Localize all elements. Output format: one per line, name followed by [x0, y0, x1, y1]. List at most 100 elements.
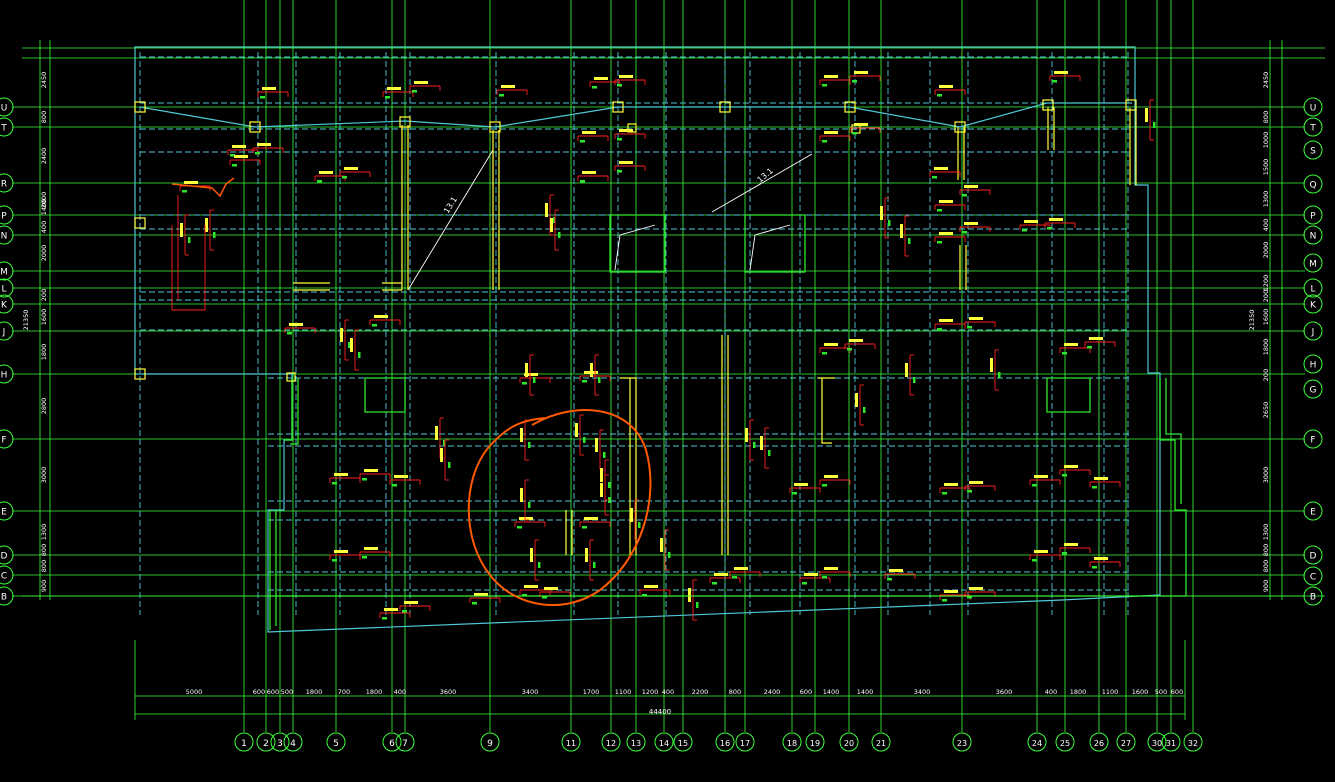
rebar-spacing-tag	[768, 450, 771, 456]
bottom-dimension-text: 1700	[583, 688, 600, 696]
rebar-tag	[969, 317, 983, 320]
rebar-spacing-tag	[1062, 474, 1067, 477]
rebar-spacing-tag	[1087, 346, 1092, 349]
rebar-tag	[939, 319, 953, 322]
rebar-spacing-tag	[402, 610, 407, 613]
column-axis-bubble	[1089, 732, 1109, 752]
row-axis-label-right: J	[1311, 328, 1315, 338]
column-axis-label: 27	[1121, 739, 1131, 748]
row-axis-label-right: K	[1310, 301, 1317, 311]
rebar-spacing-tag	[852, 80, 857, 83]
shear-wall	[293, 282, 330, 291]
rebar-spacing-tag	[382, 617, 387, 620]
column-axis-bubble	[871, 732, 891, 752]
row-axis-label-left: N	[1, 232, 8, 242]
row-axis-bubble-left	[0, 321, 14, 341]
rebar-spacing-tag	[937, 209, 942, 212]
rebar-spacing-tag	[592, 86, 597, 89]
wall-segment	[1165, 378, 1182, 504]
rebar-tag	[619, 161, 633, 164]
rebar-spacing-tag	[182, 190, 187, 193]
row-axis-bubble-right	[1303, 278, 1323, 298]
shear-wall	[382, 282, 402, 291]
rebar-tag	[590, 363, 593, 377]
rebar-spacing-tag	[542, 596, 547, 599]
rebar-tag	[394, 475, 408, 478]
rebar-tag	[1094, 477, 1108, 480]
column	[249, 121, 261, 133]
rebar-tag	[619, 75, 633, 78]
bottom-dimension-text: 1400	[823, 688, 840, 696]
column	[954, 121, 966, 133]
shear-wall	[1129, 108, 1137, 185]
row-axis-bubble-left	[0, 97, 14, 117]
rebar-spacing-tag	[499, 94, 504, 97]
rebar-tag	[550, 218, 553, 232]
row-axis-label-left: P	[1, 212, 7, 222]
left-dimension-text: 2000	[40, 192, 48, 209]
column-axis-label: 30	[1152, 739, 1162, 748]
row-axis-bubble-right	[1303, 429, 1323, 449]
right-dimension-text: 2650	[1262, 402, 1270, 419]
rebar-tag	[520, 428, 523, 442]
column-axis-bubble	[1116, 732, 1136, 752]
row-axis-label-right: L	[1310, 285, 1315, 295]
rebar-spacing-tag	[942, 599, 947, 602]
rebar-tag	[760, 436, 763, 450]
rebar-tag	[964, 222, 978, 225]
rebar-spacing-tag	[412, 90, 417, 93]
bottom-dimension-text: 1100	[1102, 688, 1119, 696]
rebar-spacing-tag	[593, 562, 596, 568]
row-axis-label-left: C	[1, 572, 7, 582]
column-axis-bubble	[283, 732, 303, 752]
rebar-spacing-tag	[1092, 566, 1097, 569]
rebar-tag	[340, 328, 343, 342]
row-axis-bubble-right	[1303, 294, 1323, 314]
wall-segment	[744, 214, 806, 273]
left-dimension-text: 800	[40, 560, 48, 572]
row-axis-bubble-right	[1303, 586, 1323, 606]
row-axis-bubble-right	[1303, 321, 1323, 341]
column-axis-label: 26	[1094, 739, 1104, 748]
slab-diagonal	[614, 224, 656, 271]
column-axis-bubble	[601, 732, 621, 752]
rebar-tag	[944, 483, 958, 486]
rebar-tag	[374, 315, 388, 318]
rebar-tag	[519, 517, 533, 520]
rebar-tag	[1054, 71, 1068, 74]
rebar-spacing-tag	[342, 176, 347, 179]
column-axis-bubble	[1147, 732, 1167, 752]
wall-segment	[1046, 377, 1091, 413]
rebar-spacing-tag	[967, 326, 972, 329]
rebar-spacing-tag	[260, 96, 265, 99]
shear-wall	[401, 125, 409, 290]
bottom-dimension-text: 400	[1045, 688, 1057, 696]
rebar-tag	[905, 363, 908, 377]
rebar-tag	[530, 548, 533, 562]
rebar-spacing-tag	[358, 352, 361, 358]
row-axis-bubble-left	[0, 173, 14, 193]
rebar-tag	[880, 206, 883, 220]
rebar-tag	[1064, 543, 1078, 546]
rebar-spacing-tag	[937, 94, 942, 97]
row-axis-label-left: F	[1, 436, 6, 446]
row-axis-bubble-right	[1303, 140, 1323, 160]
bottom-dimension-text: 1800	[306, 688, 323, 696]
bottom-dimension-text: 500	[281, 688, 293, 696]
column-axis-bubble	[234, 732, 254, 752]
rebar-spacing-tag	[517, 526, 522, 529]
column	[134, 368, 146, 380]
slab-diagonal	[407, 149, 494, 291]
bottom-dimension-text: 2200	[692, 688, 709, 696]
column-axis-bubble	[480, 732, 500, 752]
column-axis-bubble	[256, 732, 276, 752]
bottom-dimension-text: 600	[253, 688, 265, 696]
bottom-dimension-text: 3600	[440, 688, 457, 696]
right-dimension-text: 3000	[1262, 467, 1270, 484]
rebar-tag	[435, 426, 438, 440]
shear-wall	[721, 335, 729, 555]
rebar-spacing-tag	[287, 332, 292, 335]
row-axis-label-right: G	[1310, 386, 1317, 396]
